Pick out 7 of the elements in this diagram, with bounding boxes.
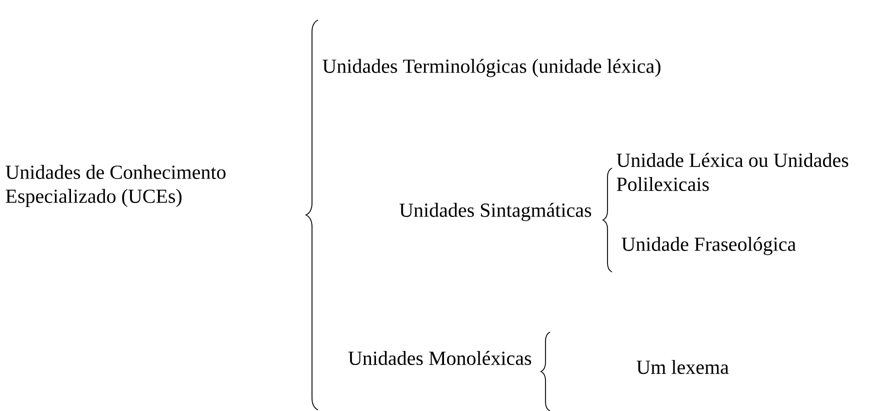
label-text: Unidades Sintagmáticas xyxy=(400,202,592,222)
label-text: Unidade Léxica ou Unidades Polilexicais xyxy=(616,152,848,192)
label-text: Unidades Monoléxicas xyxy=(348,350,532,366)
label-text: Um lexema xyxy=(636,360,729,374)
label-text: Unidades de Conhecimento Especializado (UCEs) xyxy=(6,164,226,208)
label-text: Unidades Terminológicas (unidade léxica) xyxy=(322,58,660,78)
label-text: Unidade Fraseológica xyxy=(622,236,796,256)
